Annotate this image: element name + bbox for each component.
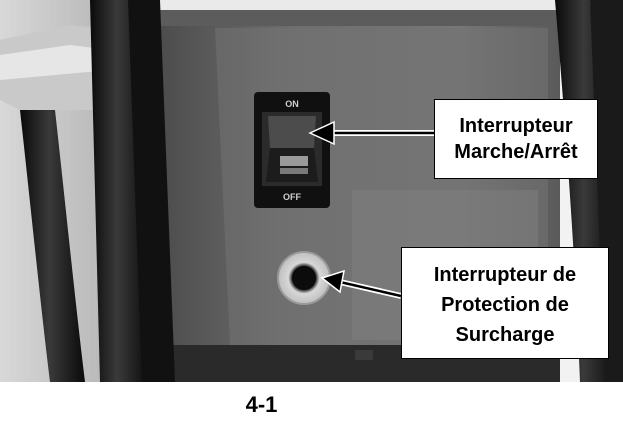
arrow-overload [320,269,402,299]
switch-on-label: ON [285,99,299,109]
callout-overload-line3: Surcharge [455,324,555,346]
callout-overload-line2: Protection de [441,294,569,316]
figure-caption: 4-1 [0,392,623,418]
callout-onoff-line2: Marche/Arrêt [454,141,578,163]
arrow-onoff [308,120,434,146]
product-photo: ON OFF Interrupteur Marche/Arrêt Interru… [0,0,623,382]
callout-overload-line1: Interrupteur de [433,264,577,286]
switch-off-label: OFF [283,192,301,202]
callout-onoff-line1: Interrupteur [459,115,573,137]
callout-onoff-switch: Interrupteur Marche/Arrêt [434,99,598,179]
callout-overload-breaker: Interrupteur de Protection de Surcharge [401,247,609,359]
figure-number-text: 4-1 [245,392,278,417]
